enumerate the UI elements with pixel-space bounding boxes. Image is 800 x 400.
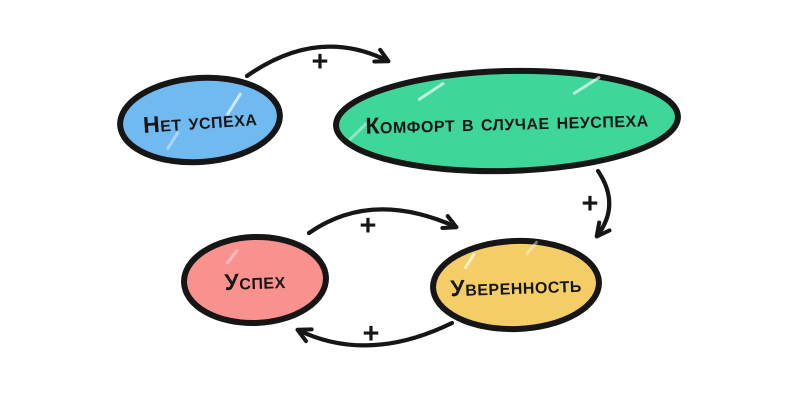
edge-confidence-to-success xyxy=(295,320,455,348)
texture-highlight xyxy=(348,122,368,141)
edge-sign-confidence-to-success: + xyxy=(363,318,380,350)
node-confidence-label: Уверенность xyxy=(450,271,582,302)
node-success[interactable]: Успех xyxy=(181,233,329,327)
edge-comfort-to-confidence xyxy=(594,168,612,239)
node-confidence-ellipse xyxy=(430,237,602,333)
node-no-success-ellipse xyxy=(117,74,283,166)
node-comfort-in-failure[interactable]: Комфорт в случае неуспеха xyxy=(333,67,681,176)
texture-highlight xyxy=(226,92,242,116)
node-no-success[interactable]: Нет успеха xyxy=(117,73,283,168)
node-success-label: Успех xyxy=(224,267,286,295)
texture-highlight xyxy=(463,252,476,270)
texture-highlight xyxy=(166,131,180,150)
edge-no-success-to-comfort xyxy=(244,44,391,79)
edge-success-to-confidence xyxy=(306,207,459,236)
texture-highlight xyxy=(572,76,601,95)
edge-sign-no-success-to-comfort: + xyxy=(312,46,329,78)
edge-sign-success-to-confidence: + xyxy=(360,210,377,242)
texture-highlight xyxy=(417,82,445,101)
texture-highlight xyxy=(225,249,239,265)
node-comfort-in-failure-ellipse xyxy=(333,67,681,175)
node-confidence[interactable]: Уверенность xyxy=(430,237,602,333)
texture-highlight xyxy=(525,240,539,256)
node-success-ellipse xyxy=(181,233,329,327)
edges: + + + + xyxy=(244,44,612,350)
edge-sign-comfort-to-confidence: + xyxy=(582,188,599,220)
